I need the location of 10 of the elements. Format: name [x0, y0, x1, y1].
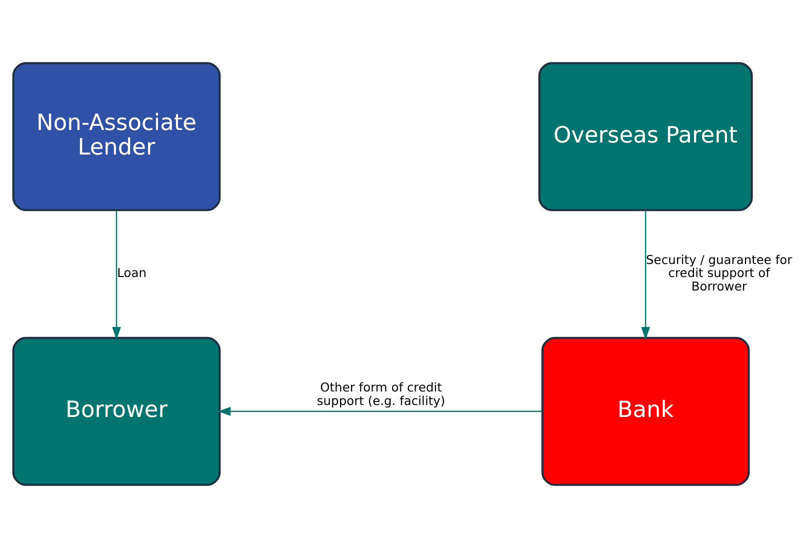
arrow: [112, 210, 120, 340]
node-box: Borrower: [12, 336, 220, 486]
edge-label: Security / guarantee for credit support of Borrower: [646, 252, 792, 293]
edge-label: Loan: [116, 266, 146, 280]
arrow: [640, 210, 650, 340]
edge-label: Other form of credit support (e.g. facility): [316, 380, 445, 408]
arrow: [217, 406, 542, 416]
node-box: Non-Associate Lender: [12, 62, 220, 211]
node-box: Bank: [540, 336, 750, 486]
node-box: Overseas Parent: [538, 62, 752, 211]
